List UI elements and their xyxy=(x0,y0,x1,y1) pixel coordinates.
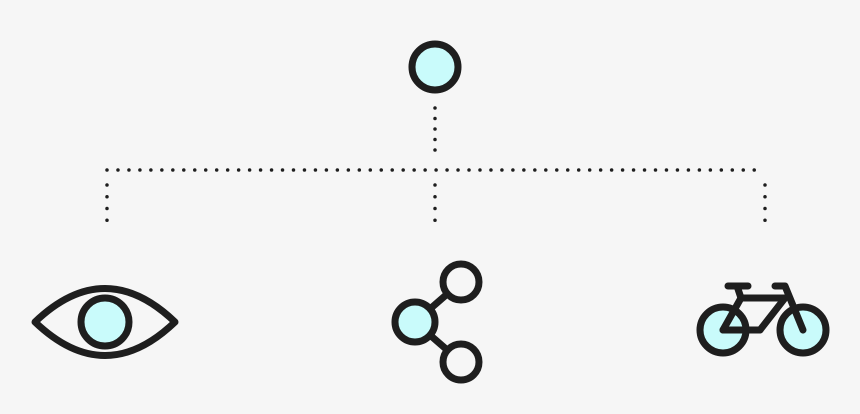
circle-node-icon xyxy=(408,40,462,94)
bicycle-icon xyxy=(696,282,830,357)
connector-lines xyxy=(105,106,767,234)
share-icon xyxy=(391,260,483,384)
eye-icon xyxy=(31,285,179,359)
